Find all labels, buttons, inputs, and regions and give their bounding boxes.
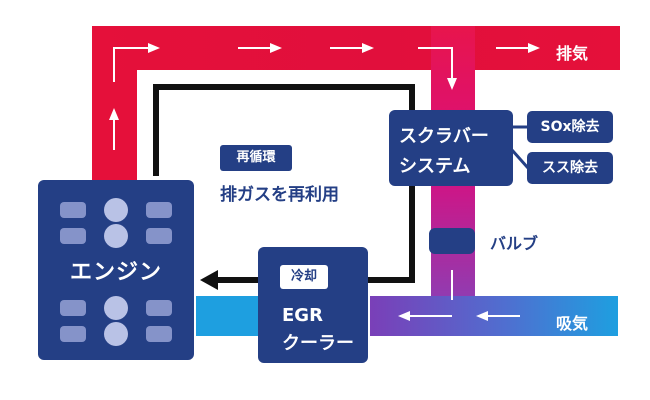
flow-arrow-head xyxy=(447,78,457,90)
cylinder-slot xyxy=(146,300,172,316)
intake-pipe-inlet xyxy=(196,296,258,336)
recirculation-line xyxy=(153,84,415,176)
flow-arrow-head xyxy=(476,311,488,321)
cylinder-slot xyxy=(146,326,172,342)
cylinder-slot xyxy=(146,202,172,218)
scrubber-system: スクラバー システム xyxy=(389,110,513,186)
cylinder-slot xyxy=(60,202,86,218)
flow-arrow xyxy=(418,47,453,78)
recirculation-return-line xyxy=(368,186,415,283)
flow-arrow-head xyxy=(148,43,160,53)
cooler-label: クーラー xyxy=(282,333,354,354)
cylinder-dot xyxy=(104,224,128,248)
scrubber-label-line2: システム xyxy=(399,156,471,177)
cylinder-dot xyxy=(104,198,128,222)
flow-arrow xyxy=(113,47,148,82)
cylinder-slot xyxy=(60,228,86,244)
intake-label: 吸気 xyxy=(556,314,589,333)
recirculation-tag: 再循環 xyxy=(220,145,292,171)
cylinder-dot xyxy=(104,322,128,346)
scrubber-label-line1: スクラバー xyxy=(399,126,489,147)
flow-arrow-head xyxy=(109,108,119,120)
exhaust-flow-arrows xyxy=(109,43,540,150)
soot-removal-box: スス除去 xyxy=(527,152,613,184)
valve-label: バルブ xyxy=(490,234,539,253)
cooling-tag: 冷却 xyxy=(280,265,328,289)
intake-flow-arrows xyxy=(398,270,520,321)
cylinder-slot xyxy=(60,300,86,316)
valve xyxy=(429,228,475,254)
engine-block: エンジン xyxy=(38,180,194,360)
flow-arrow-head xyxy=(398,311,410,321)
exhaust-label: 排気 xyxy=(556,44,589,63)
cylinder-slot xyxy=(146,228,172,244)
engine-label: エンジン xyxy=(69,260,162,285)
cylinder-slot xyxy=(60,326,86,342)
egr-cooler: 冷却 EGR クーラー xyxy=(258,247,368,363)
flow-arrow-head xyxy=(528,43,540,53)
cylinder-dot xyxy=(104,296,128,320)
recirculation-description: 排ガスを再利用 xyxy=(220,185,339,205)
egr-label: EGR xyxy=(282,305,323,326)
cooled-gas-arrow-head xyxy=(200,270,218,290)
soot-connector xyxy=(510,149,530,169)
flow-arrow-head xyxy=(270,43,282,53)
sox-removal-box: SOx除去 xyxy=(527,111,613,143)
flow-arrow-head xyxy=(362,43,374,53)
